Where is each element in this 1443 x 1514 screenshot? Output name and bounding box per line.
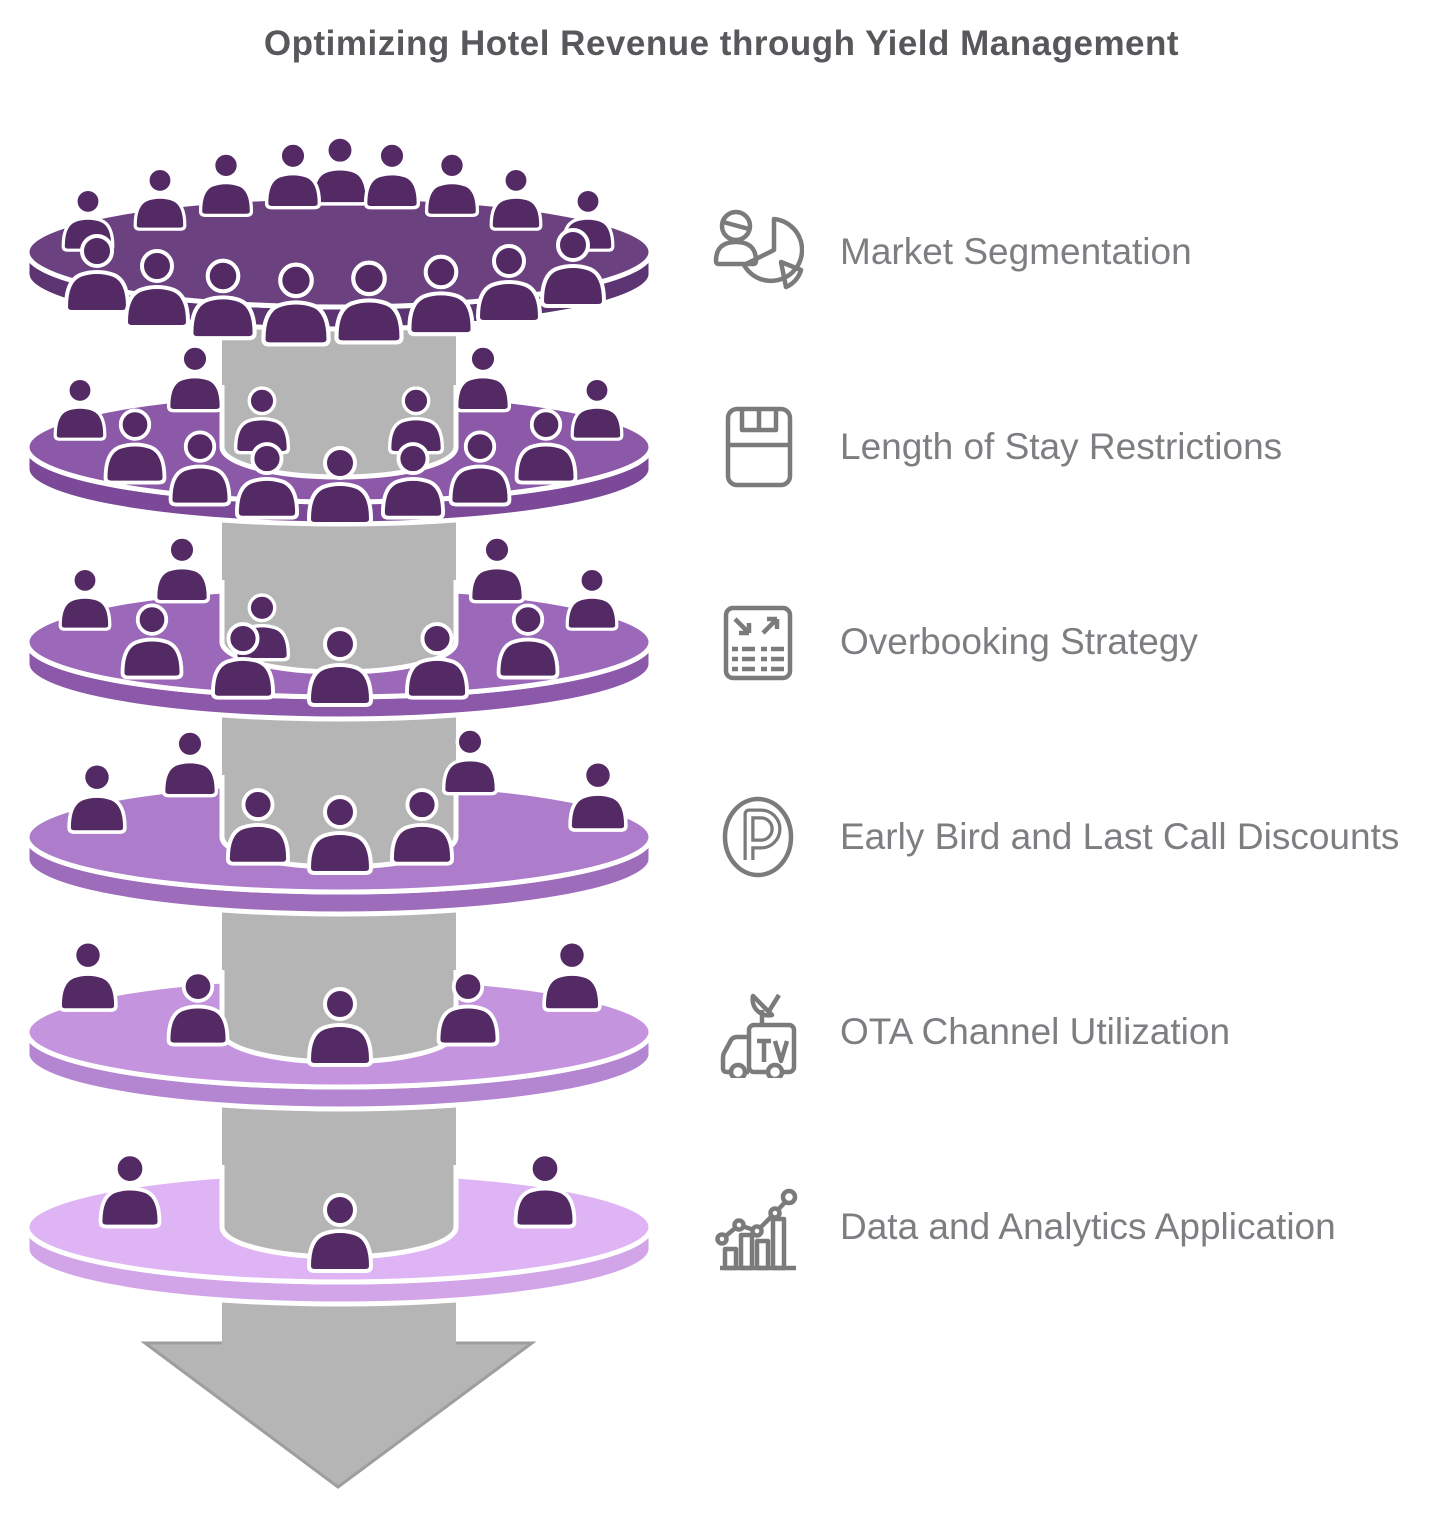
- person-icon: [363, 141, 421, 210]
- document-arrows-icon: [712, 596, 804, 688]
- person-icon: [189, 258, 257, 341]
- funnel-level-ota-channel-utilization: [24, 939, 654, 1112]
- person-icon: [198, 151, 254, 218]
- person-icon: [489, 166, 543, 231]
- person-icon: [307, 795, 373, 875]
- person-icon: [540, 228, 606, 308]
- bar-line-chart-icon: [712, 1181, 804, 1273]
- person-icon: [404, 622, 470, 700]
- legend-item-length-of-stay: Length of Stay Restrictions: [712, 392, 1282, 502]
- legend-label: Overbooking Strategy: [840, 620, 1198, 662]
- funnel-level-market-segmentation: [24, 135, 654, 347]
- legend-item-data-analytics: Data and Analytics Application: [712, 1172, 1336, 1282]
- person-icon: [565, 566, 619, 631]
- person-icon: [387, 386, 445, 455]
- person-icon: [58, 566, 112, 631]
- funnel-level-data-analytics-application: [24, 1152, 654, 1307]
- down-arrow-head: [140, 1341, 537, 1489]
- person-icon: [436, 970, 500, 1047]
- legend-label: OTA Channel Utilization: [840, 1010, 1231, 1052]
- parking-circle-icon: [712, 791, 804, 883]
- legend-label: Data and Analytics Application: [840, 1205, 1336, 1247]
- person-icon: [448, 430, 512, 507]
- person-icon: [424, 151, 480, 218]
- person-pie-chart-icon: [712, 206, 804, 298]
- person-icon: [98, 1152, 162, 1229]
- person-icon: [133, 166, 187, 231]
- person-icon: [161, 729, 219, 798]
- person-icon: [496, 603, 560, 680]
- person-icon: [407, 254, 475, 337]
- person-icon: [307, 446, 373, 526]
- person-icon: [542, 939, 602, 1012]
- person-icon: [334, 260, 404, 345]
- legend-label: Market Segmentation: [840, 230, 1192, 272]
- person-icon: [468, 535, 526, 604]
- person-icon: [120, 603, 184, 680]
- person-icon: [166, 970, 230, 1047]
- person-icon: [310, 135, 370, 206]
- funnel-diagram: [24, 135, 654, 1489]
- person-icon: [514, 408, 578, 485]
- legend-label: Length of Stay Restrictions: [840, 425, 1283, 467]
- person-icon: [454, 344, 512, 413]
- person-icon: [53, 376, 107, 441]
- legend-item-ota-channel: OTA Channel Utilization: [712, 977, 1230, 1087]
- legend-item-overbooking: Overbooking Strategy: [712, 587, 1198, 697]
- person-icon: [307, 1193, 373, 1273]
- person-icon: [225, 788, 291, 866]
- page-title: Optimizing Hotel Revenue through Yield M…: [263, 24, 1180, 63]
- person-icon: [389, 788, 455, 866]
- person-icon: [67, 761, 127, 834]
- funnel-level-length-of-stay-restrictions: [24, 344, 654, 527]
- legend-item-early-bird: Early Bird and Last Call Discounts: [712, 782, 1399, 892]
- person-icon: [261, 262, 331, 347]
- person-icon: [513, 1152, 577, 1229]
- person-icon: [168, 430, 232, 507]
- person-icon: [58, 939, 118, 1012]
- person-icon: [441, 727, 499, 796]
- person-icon: [307, 987, 373, 1067]
- person-icon: [103, 408, 167, 485]
- funnel-level-early-bird-last-call-discounts: [24, 727, 654, 917]
- broadcast-truck-icon: [712, 986, 804, 1078]
- person-icon: [124, 249, 190, 329]
- person-icon: [307, 627, 373, 707]
- person-icon: [380, 442, 446, 520]
- person-icon: [153, 535, 211, 604]
- person-icon: [210, 622, 276, 700]
- funnel-level-overbooking-strategy: [24, 535, 654, 722]
- person-icon: [264, 141, 322, 210]
- person-icon: [234, 442, 300, 520]
- person-icon: [166, 344, 224, 413]
- legend-label: Early Bird and Last Call Discounts: [840, 815, 1400, 857]
- person-icon: [570, 376, 624, 441]
- legend-item-market-segmentation: Market Segmentation: [712, 197, 1192, 307]
- person-icon: [568, 759, 628, 832]
- person-icon: [64, 234, 130, 314]
- person-icon: [476, 244, 542, 324]
- save-card-icon: [712, 401, 804, 493]
